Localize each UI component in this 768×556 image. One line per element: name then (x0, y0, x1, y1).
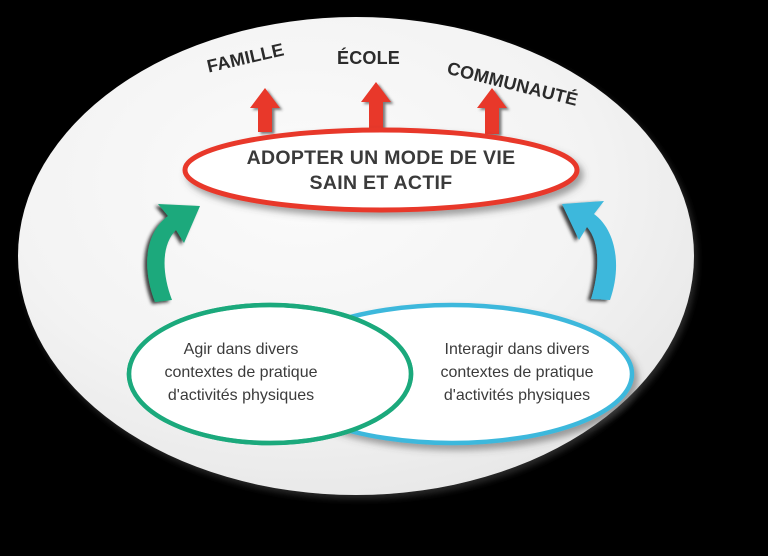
left-node-line2: contextes de pratique (164, 364, 318, 381)
label-ecole: ÉCOLE (337, 48, 401, 68)
center-node-text: ADOPTER UN MODE DE VIE SAIN ET ACTIF (195, 146, 567, 196)
left-node-line3: d'activités physiques (167, 387, 315, 404)
right-node-text: Interagir dans divers contextes de prati… (410, 338, 624, 407)
arrow-up-ecole (361, 82, 391, 128)
right-node-line3: d'activités physiques (443, 387, 591, 404)
curved-arrow-right (562, 201, 617, 300)
center-ellipse (182, 127, 580, 213)
center-node-line1: ADOPTER UN MODE DE VIE (246, 147, 516, 169)
center-node-line2: SAIN ET ACTIF (309, 172, 453, 194)
right-node-line1: Interagir dans divers (444, 341, 590, 358)
curved-arrow-left (147, 204, 200, 302)
left-ellipse-outline (126, 302, 414, 446)
left-ellipse-fill (131, 307, 409, 441)
left-node-line1: Agir dans divers (183, 341, 299, 358)
arrow-up-famille (250, 88, 280, 132)
right-node-line2: contextes de pratique (440, 364, 594, 381)
left-node-text: Agir dans divers contextes de pratique d… (136, 338, 346, 407)
arrow-up-communaute (477, 88, 507, 134)
